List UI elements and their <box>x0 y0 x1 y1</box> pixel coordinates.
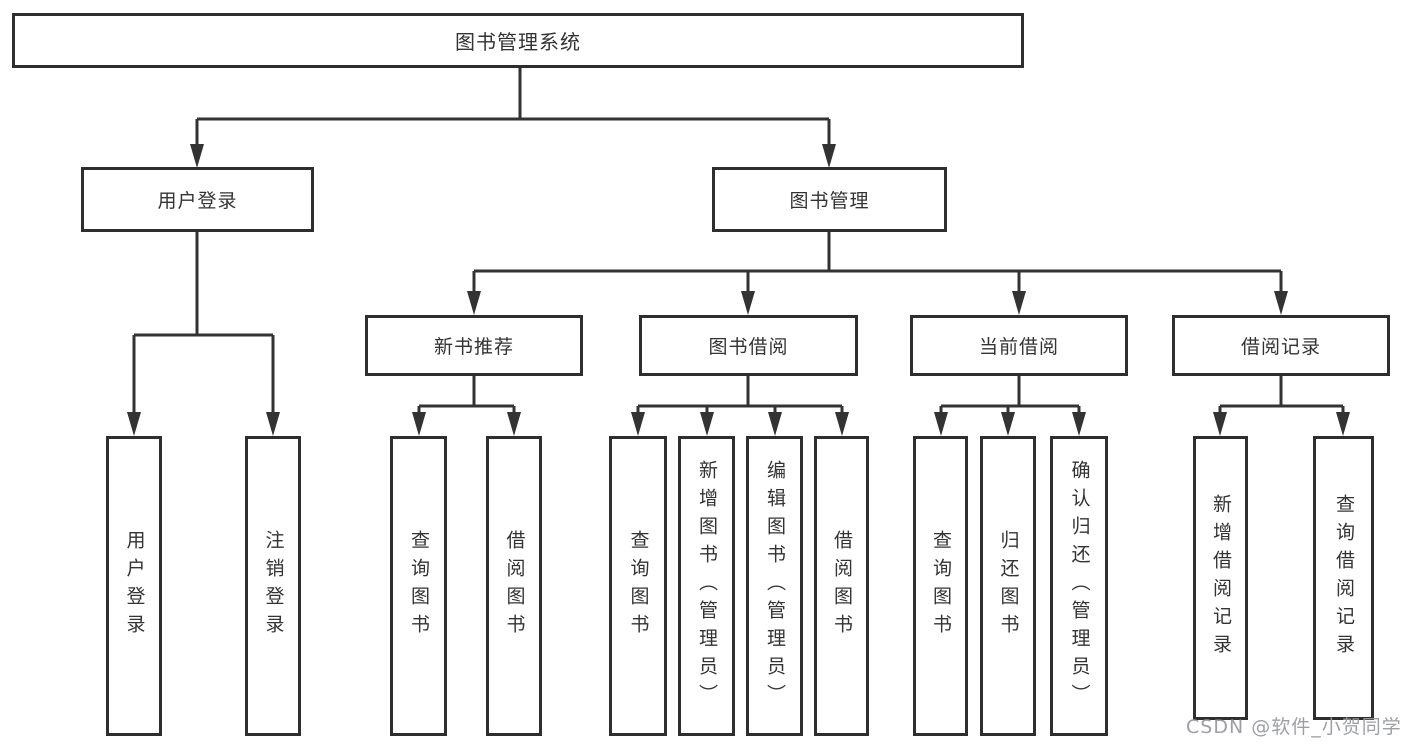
node-borrow-records: 借阅记录 <box>1172 315 1390 376</box>
leaf-query-book-recommend: 查询图书 <box>390 436 447 736</box>
node-current-borrow: 当前借阅 <box>910 315 1128 376</box>
leaf-query-borrow-record: 查询借阅记录 <box>1313 436 1374 720</box>
leaf-borrow-book-recommend: 借阅图书 <box>486 436 542 736</box>
node-new-book-recommend: 新书推荐 <box>365 315 583 376</box>
leaf-query-book-borrow: 查询图书 <box>609 436 667 736</box>
arrowheads <box>127 144 1350 436</box>
csdn-watermark: CSDN @软件_小贺同学 <box>1186 716 1402 738</box>
leaf-logout-login: 注销登录 <box>245 436 301 736</box>
node-root: 图书管理系统 <box>12 13 1024 68</box>
leaf-borrow-book: 借阅图书 <box>814 436 869 736</box>
leaf-return-book: 归还图书 <box>980 436 1036 736</box>
node-book-management: 图书管理 <box>712 167 947 232</box>
leaf-query-book-current: 查询图书 <box>913 436 968 736</box>
leaf-user-login: 用户登录 <box>106 436 162 736</box>
node-book-borrow: 图书借阅 <box>639 315 858 376</box>
leaf-add-book-admin: 新增图书（管理员） <box>678 436 735 736</box>
leaf-confirm-return-admin: 确认归还（管理员） <box>1050 436 1108 736</box>
leaf-add-borrow-record: 新增借阅记录 <box>1193 436 1248 720</box>
node-user-login: 用户登录 <box>81 167 314 232</box>
leaf-edit-book-admin: 编辑图书（管理员） <box>746 436 803 736</box>
